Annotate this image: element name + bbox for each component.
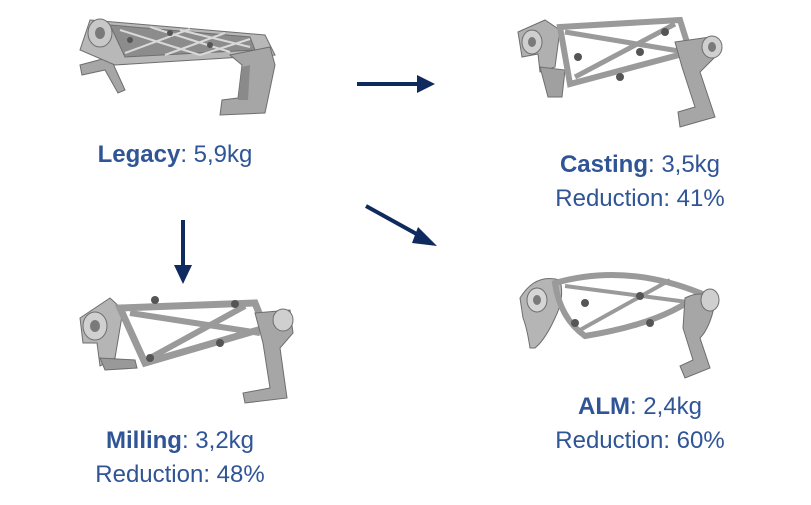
alm-reduction: Reduction: 60% [555,427,725,454]
legacy-name: Legacy [97,141,181,168]
legacy-caption: Legacy: 5,9kg [75,138,275,172]
arrow-to-alm [365,204,437,246]
casting-bracket-icon [517,16,723,128]
legacy-weight: : 5,9kg [180,141,253,168]
arrow-to-milling [174,220,192,284]
alm-weight: : 2,4kg [629,393,703,420]
milling-reduction: Reduction: 48% [95,461,265,488]
milling-bracket-icon [79,296,294,404]
casting-weight: : 3,5kg [647,151,721,178]
casting-name: Casting [559,151,648,178]
alm-bracket-icon [519,272,720,379]
milling-name: Milling [105,427,182,454]
arrow-to-casting [357,75,435,93]
alm-caption: ALM: 2,4kg Reduction: 60% [530,390,750,458]
legacy-bracket-icon [79,18,276,116]
milling-weight: : 3,2kg [181,427,255,454]
casting-caption: Casting: 3,5kg Reduction: 41% [530,148,750,216]
alm-name: ALM [577,393,630,420]
milling-caption: Milling: 3,2kg Reduction: 48% [70,424,290,492]
casting-reduction: Reduction: 41% [555,185,725,212]
